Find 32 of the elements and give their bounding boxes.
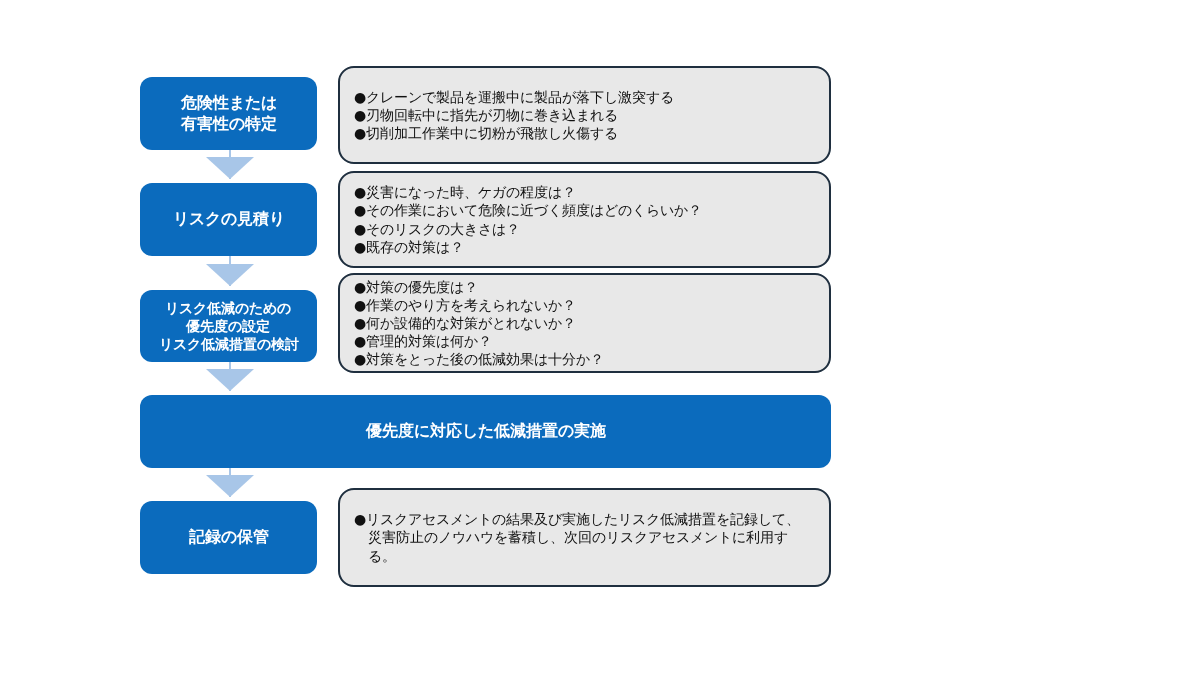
note-box [338, 171, 831, 268]
process-box [140, 290, 317, 362]
down-arrow [206, 255, 254, 287]
bullet-text: ●リスクアセスメントの結果及び実施したリスク低減措置を記録して、災害防止のノウハウを蓄積し、次回のリスクアセスメントに利用する。 [354, 510, 802, 565]
bullet-text: ●その作業において危険に近づく頻度はどのくらいか？ [354, 201, 703, 220]
note-box [338, 488, 831, 587]
bullet-text: ●そのリスクの大きさは？ [354, 219, 521, 238]
step-label: リスク低減措置の検討 [158, 335, 299, 354]
bullet-text: ●既存の対策は？ [354, 237, 465, 256]
process-box [140, 501, 317, 574]
bullet-text: ●刃物回転中に指先が刃物に巻き込まれる [354, 105, 619, 125]
process-box [140, 183, 317, 256]
step-label: リスクの見積り [172, 209, 285, 230]
note-box [338, 273, 831, 373]
process-box [140, 77, 317, 150]
step-label: 危険性または有害性の特定 [179, 92, 278, 135]
bullet-text: ●管理的対策は何か？ [354, 332, 493, 351]
bullet-text: ●災害になった時、ケガの程度は？ [354, 183, 577, 202]
bullet-text: ●何か設備的な対策がとれないか？ [354, 313, 577, 333]
process-box [140, 395, 831, 468]
step-label: 記録の保管 [188, 527, 269, 548]
bullet-text: ●対策の優先度は？ [354, 277, 479, 296]
step-label: 優先度に対応した低減措置の実施 [365, 421, 606, 442]
bullet-text: ●対策をとった後の低減効果は十分か？ [354, 350, 605, 369]
bullet-text: ●クレーンで製品を運搬中に製品が落下し激突する [354, 87, 675, 106]
note-box [338, 66, 831, 164]
down-arrow [206, 149, 254, 180]
bullet-text: ●切削加工作業中に切粉が飛散し火傷する [354, 124, 619, 143]
down-arrow [206, 467, 254, 498]
step-label: リスク低減のための優先度の設定 [164, 298, 293, 336]
bullet-text: ●作業のやり方を考えられないか？ [354, 295, 577, 314]
down-arrow [206, 361, 254, 392]
